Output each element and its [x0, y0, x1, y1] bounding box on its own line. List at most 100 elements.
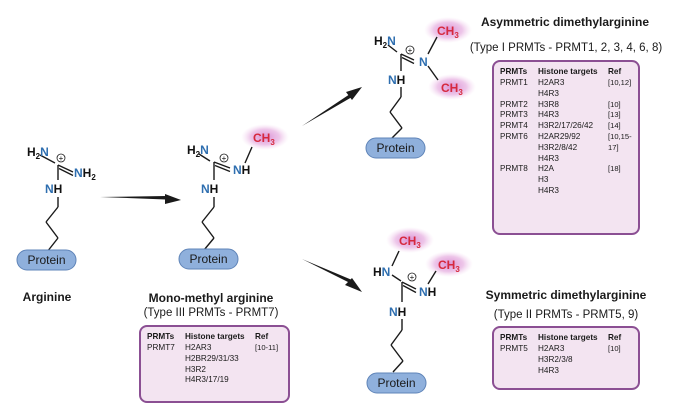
- table-header: PRMTs Histone targets Ref: [500, 66, 632, 78]
- table-row: PRMT4 H3R2/17/26/42 [14]: [500, 121, 632, 132]
- adma-nh-chain: NH: [388, 73, 405, 87]
- arrow-arginine-to-mono: [100, 194, 181, 204]
- reference: [10,15-17]: [608, 131, 632, 152]
- prmt-name: PRMT5: [500, 344, 528, 353]
- reference: [14]: [608, 121, 621, 131]
- sdma-ch3-right: CH3: [438, 258, 460, 274]
- adma-nh2: H2N: [374, 34, 396, 50]
- histone-target: H2AR29/92: [538, 131, 581, 141]
- mono-ch3: CH3: [253, 131, 275, 147]
- header-ref: Ref: [608, 67, 622, 76]
- mono-methyl-molecule: + H2N NH CH3 NH Protein Mono-methyl argi…: [144, 124, 289, 319]
- mono-nh-chain: NH: [201, 182, 218, 196]
- mono-nh2: H2N: [187, 143, 209, 159]
- adma-charge: +: [408, 46, 413, 55]
- histone-target: H2AR3: [185, 343, 212, 352]
- reference: [10]: [608, 344, 621, 353]
- prmt-name: PRMT4: [500, 121, 528, 131]
- sdma-nh-methyl: NH: [419, 285, 436, 299]
- mono-methyl-glow: [241, 124, 289, 150]
- header-ref: Ref: [608, 333, 622, 342]
- prmt-name: PRMT7: [147, 343, 175, 352]
- arginine-protein-pill: [16, 249, 77, 271]
- histone-target: H2AR3: [538, 344, 565, 353]
- adma-title: Asymmetric dimethylarginine: [481, 15, 649, 29]
- mono-charge: +: [222, 154, 227, 163]
- sdma-hn-methyl: HN: [373, 265, 390, 279]
- reference: [18]: [608, 164, 621, 174]
- mono-bonds: [198, 146, 253, 251]
- prmt-name: PRMT6: [500, 131, 528, 141]
- histone-target: H3R2/8/42: [538, 142, 578, 152]
- adma-bonds: [387, 36, 439, 139]
- prmt-name: PRMT2: [500, 99, 528, 109]
- reference: [10]: [608, 99, 621, 109]
- histone-target: H4R3: [538, 185, 559, 195]
- sdma-ch3-left: CH3: [399, 234, 421, 250]
- reference: [13]: [608, 110, 621, 120]
- arginine-charge-icon: [56, 153, 66, 163]
- histone-target: H4R3: [538, 365, 559, 375]
- histone-target: H3R8: [538, 99, 559, 109]
- mono-nh-methyl: NH: [233, 163, 250, 177]
- header-prmts: PRMTs: [147, 332, 175, 341]
- table-header: PRMTs Histone targets Ref: [500, 332, 632, 344]
- sdma-protein-pill: [366, 372, 427, 394]
- histone-target: H4R3: [538, 110, 559, 120]
- header-targets: Histone targets: [185, 332, 245, 341]
- sdma-protein-label: Protein: [377, 376, 415, 390]
- histone-targets: H4R3: [538, 110, 608, 121]
- prmt-name: PRMT1: [500, 78, 528, 87]
- adma-ch3-top: CH3: [437, 24, 459, 40]
- histone-target: H4R3/17/19: [185, 375, 229, 385]
- adma-protein-pill: [365, 137, 426, 159]
- arginine-charge: +: [59, 154, 64, 163]
- mono-protein-pill: [178, 248, 239, 270]
- sdma-charge: +: [410, 273, 415, 282]
- header-targets: Histone targets: [538, 67, 598, 76]
- histone-target: H2AR3: [538, 78, 565, 87]
- arginine-title: Arginine: [23, 290, 72, 304]
- histone-targets: H3R2/17/26/42: [538, 121, 608, 132]
- mono-charge-icon: [219, 153, 229, 163]
- adma-ch3-bottom: CH3: [441, 81, 463, 97]
- arginine-bonds: [39, 154, 74, 253]
- adma-methyl-glow-top: [424, 17, 472, 43]
- adma-subtitle: (Type I PRMTs - PRMT1, 2, 3, 4, 6, 8): [470, 42, 663, 54]
- histone-target: H3R2: [185, 364, 206, 374]
- header-prmts: PRMTs: [500, 67, 528, 76]
- arrow-mono-to-sdma: [302, 259, 362, 292]
- sdma-bonds: [390, 250, 437, 373]
- adma-protein-label: Protein: [376, 141, 414, 155]
- table-row: PRMT2 H3R8 [10]: [500, 100, 632, 111]
- header-targets: Histone targets: [538, 333, 598, 342]
- histone-target: H2BR29/31/33: [185, 353, 239, 363]
- sdma-nh-chain: NH: [389, 305, 406, 319]
- sdma-molecule: + HN NH CH3 CH3 NH Protein Symmetric dim…: [366, 227, 647, 394]
- reference: [10,12]: [608, 78, 632, 87]
- histone-target: H3R2/17/26/42: [538, 121, 594, 131]
- mono-title: Mono-methyl arginine: [149, 291, 274, 305]
- sdma-charge-icon: [407, 272, 417, 282]
- reaction-arrows: [100, 87, 362, 292]
- table-row: PRMT3 H4R3 [13]: [500, 110, 632, 121]
- arginine-protein-label: Protein: [27, 253, 65, 267]
- arrow-mono-to-adma: [302, 87, 362, 126]
- header-prmts: PRMTs: [500, 333, 528, 342]
- sdma-methyl-glow-right: [425, 251, 473, 277]
- prmt-name: PRMT3: [500, 110, 528, 120]
- sdma-title: Symmetric dimethylarginine: [486, 288, 647, 302]
- histone-target: H3: [538, 175, 549, 185]
